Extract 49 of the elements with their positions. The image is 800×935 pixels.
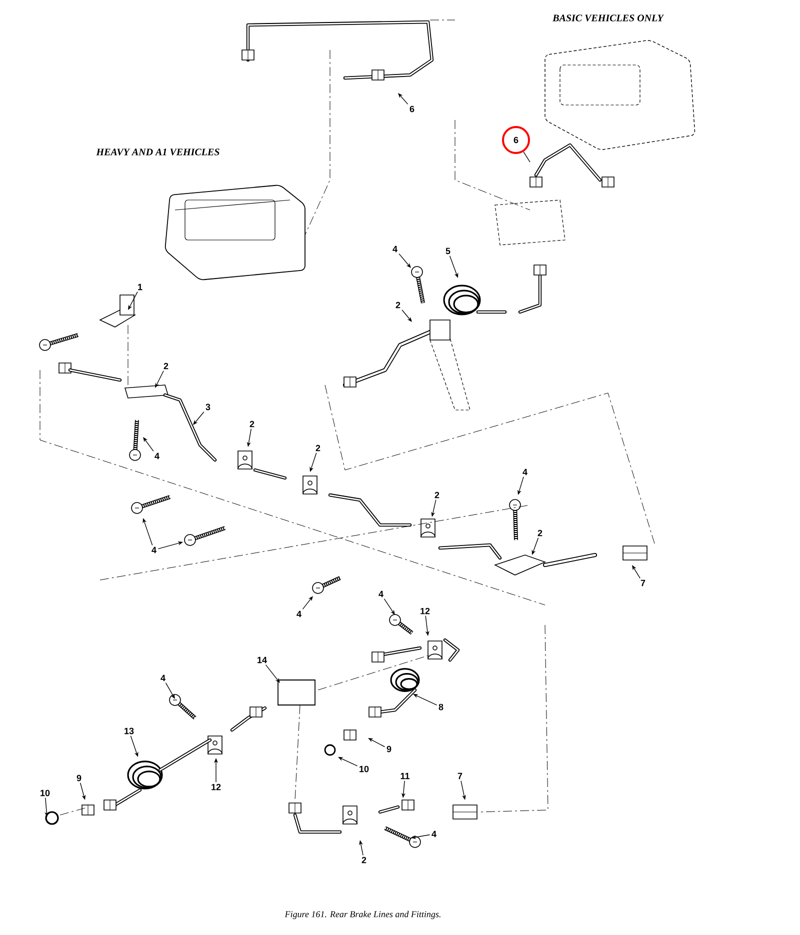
- callout-number: 4: [522, 468, 528, 476]
- callout-number: 7: [458, 772, 462, 780]
- callout-number: 11: [400, 772, 410, 780]
- leader-line: [523, 151, 530, 162]
- leader-line: [402, 310, 412, 322]
- callout-number: 4: [154, 452, 160, 460]
- callout-number: 8: [438, 704, 444, 710]
- callout-number: 3: [206, 404, 210, 410]
- leader-line: [265, 664, 280, 683]
- callout-number: 12: [420, 608, 430, 614]
- leader-line: [165, 682, 175, 699]
- callout-number: 4: [392, 246, 398, 252]
- callout-number: 4: [296, 610, 302, 618]
- callout-number: 10: [360, 766, 369, 772]
- leader-line: [128, 291, 138, 310]
- leader-line: [384, 598, 395, 615]
- callout-number: 4: [432, 830, 436, 838]
- callout-number: 14: [258, 656, 267, 664]
- callout-number: 13: [124, 728, 134, 734]
- leader-line: [632, 565, 640, 579]
- callout-number: 2: [396, 302, 400, 308]
- callout-number: 2: [316, 444, 320, 452]
- callout-number: 10: [40, 790, 50, 796]
- callout-number: 4: [378, 590, 384, 598]
- heading: BASIC VEHICLES ONLY: [552, 14, 664, 22]
- leader-line: [398, 253, 411, 268]
- callout-number: 2: [538, 530, 542, 536]
- callout-number: 4: [152, 546, 156, 554]
- callout-number: 6: [410, 106, 414, 112]
- leader-line: [368, 738, 386, 748]
- callout-number: 1: [138, 284, 142, 290]
- callout-number: 2: [164, 362, 168, 370]
- callout-number: 7: [640, 580, 646, 586]
- leader-line: [155, 370, 164, 388]
- callout-number: 9: [76, 774, 82, 782]
- leader-line: [143, 437, 154, 452]
- circled-callout-number: 6: [502, 126, 530, 154]
- callout-number: 2: [362, 856, 366, 864]
- leader-line: [193, 412, 204, 425]
- callout-number: 2: [250, 420, 254, 428]
- caption: Figure 161. Rear Brake Lines and Fittings.: [284, 910, 440, 920]
- callout-number: 9: [386, 746, 392, 752]
- callout-number: 12: [212, 784, 221, 790]
- callout-number: 4: [160, 674, 166, 682]
- callout-number: 2: [434, 492, 440, 498]
- leader-line: [398, 93, 408, 105]
- leader-line: [302, 596, 313, 610]
- callout-number: 5: [446, 248, 450, 254]
- heading: HEAVY AND A1 VEHICLES: [96, 148, 220, 156]
